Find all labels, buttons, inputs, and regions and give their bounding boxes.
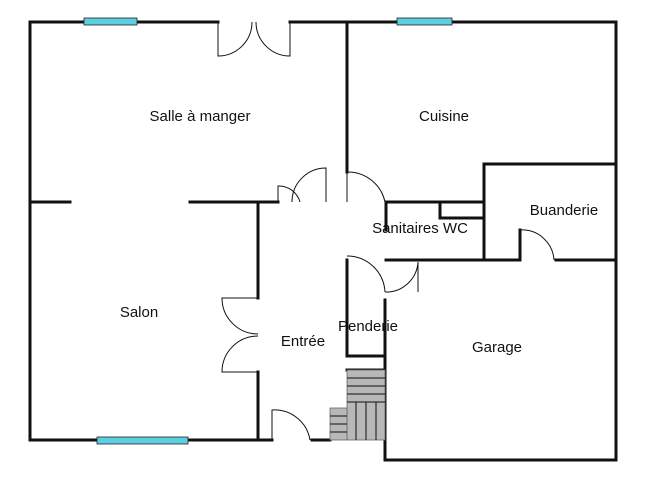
door-salon-bottom bbox=[221, 335, 259, 373]
label-penderie: Penderie bbox=[338, 318, 398, 335]
label-garage: Garage bbox=[472, 339, 522, 356]
door-kitchen bbox=[346, 171, 386, 203]
door-salon-top bbox=[221, 297, 259, 335]
label-sanitaires-wc: Sanitaires WC bbox=[372, 220, 468, 237]
door-entree-dining-left bbox=[277, 185, 301, 203]
label-buanderie: Buanderie bbox=[530, 202, 598, 219]
door-dining-right bbox=[255, 21, 291, 57]
label-salon: Salon bbox=[120, 304, 158, 321]
outer-walls bbox=[28, 20, 618, 462]
interior-walls bbox=[28, 20, 618, 442]
door-entree-dining-right bbox=[291, 167, 327, 203]
windows bbox=[83, 17, 453, 445]
doors bbox=[217, 21, 555, 441]
door-penderie bbox=[346, 255, 386, 293]
door-dining-left bbox=[217, 21, 253, 57]
label-entree: Entrée bbox=[281, 333, 325, 350]
room-labels: Salle à manger Cuisine Buanderie Sanitai… bbox=[120, 108, 598, 356]
window-kitchen bbox=[396, 17, 453, 26]
door-front bbox=[271, 409, 311, 441]
label-salle-a-manger: Salle à manger bbox=[150, 108, 251, 125]
door-sanitaires bbox=[384, 261, 419, 293]
window-salon bbox=[96, 436, 189, 445]
label-cuisine: Cuisine bbox=[419, 108, 469, 125]
window-dining bbox=[83, 17, 138, 26]
door-buanderie bbox=[519, 229, 555, 261]
stairs bbox=[329, 369, 386, 441]
